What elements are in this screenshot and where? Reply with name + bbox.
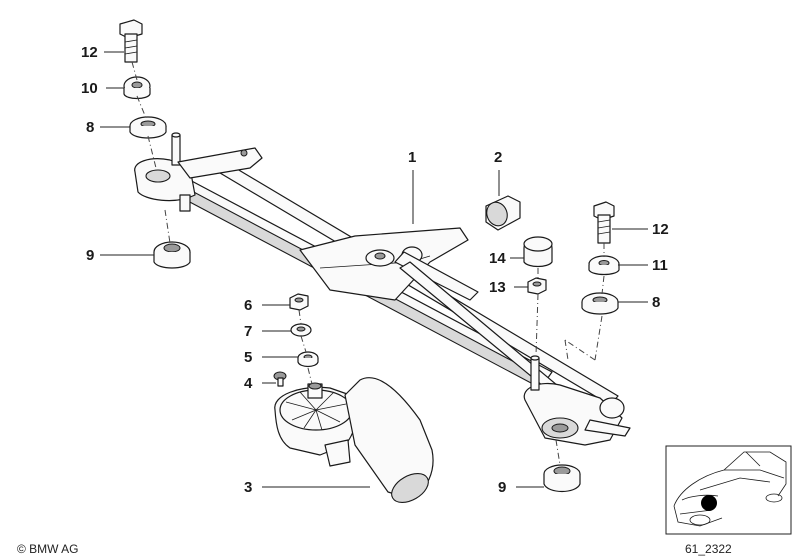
cap-part-2 — [485, 195, 521, 231]
nut-part-6 — [289, 293, 309, 311]
bolt-right — [593, 201, 615, 244]
callout-1: 1 — [408, 149, 416, 166]
callout-12-left: 12 — [81, 44, 98, 61]
callout-4: 4 — [244, 375, 253, 392]
cap-part-14 — [523, 236, 553, 268]
drawing-number: 61_2322 — [685, 542, 732, 556]
callout-9-left: 9 — [86, 247, 94, 264]
spring-washer-part-7 — [290, 323, 312, 337]
callout-11: 11 — [652, 257, 668, 274]
washer-part-5 — [297, 351, 319, 368]
callout-2: 2 — [494, 149, 502, 166]
leader-lines — [100, 51, 648, 488]
bolt-left — [119, 19, 143, 63]
callout-5: 5 — [244, 349, 252, 366]
callout-8-left: 8 — [86, 119, 94, 136]
rubber-grommet-right — [581, 292, 619, 315]
callout-9-right: 9 — [498, 479, 506, 496]
callout-6: 6 — [244, 297, 252, 314]
nut-part-13 — [527, 277, 547, 295]
copyright-text: © BMW AG — [17, 542, 79, 556]
callout-3: 3 — [244, 479, 252, 496]
wiper-linkage-frame — [134, 132, 631, 446]
washer-right — [588, 255, 620, 276]
callout-12-right: 12 — [652, 221, 669, 238]
location-marker-icon — [701, 495, 717, 511]
assembly-lines — [131, 61, 605, 466]
callout-labels: 12 10 8 9 1 2 12 14 11 13 8 6 7 5 4 3 9 — [81, 44, 669, 496]
callout-13: 13 — [489, 279, 506, 296]
vehicle-location-thumbnail — [665, 445, 792, 535]
callout-14: 14 — [489, 250, 506, 267]
callout-8-right: 8 — [652, 294, 660, 311]
bushing-right — [543, 464, 581, 493]
callout-7: 7 — [244, 323, 252, 340]
spacer-washer-left — [123, 76, 151, 100]
callout-10: 10 — [81, 80, 98, 97]
bushing-left — [153, 241, 191, 269]
rubber-grommet-left — [129, 116, 167, 139]
screw-part-4 — [273, 371, 287, 387]
wiper-motor — [274, 377, 434, 503]
